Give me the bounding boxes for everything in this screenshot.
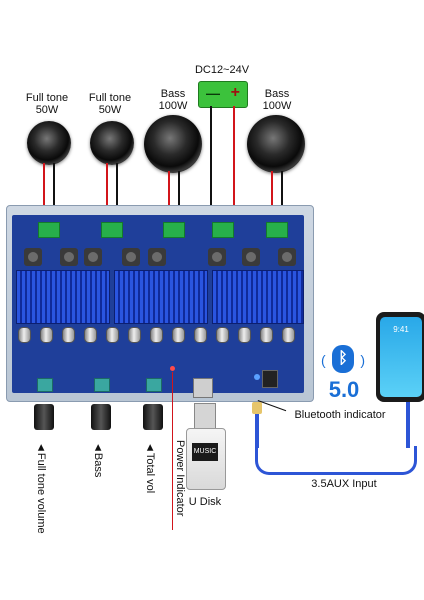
speaker-terminal bbox=[38, 222, 60, 238]
capacitor bbox=[260, 327, 273, 343]
capacitor bbox=[194, 327, 207, 343]
heatsink bbox=[114, 270, 208, 324]
full-tone-volume-label: ◄Full tone volume bbox=[35, 442, 47, 534]
minus-symbol: — bbox=[206, 85, 220, 101]
capacitor bbox=[84, 327, 97, 343]
wire-black bbox=[116, 163, 118, 223]
aux-cable-phone bbox=[406, 402, 410, 448]
wire-black bbox=[53, 163, 55, 223]
power-wire-red bbox=[233, 106, 235, 223]
aux-input-label: 3.5AUX Input bbox=[311, 478, 377, 490]
power-terminal bbox=[212, 222, 234, 238]
capacitor bbox=[62, 327, 75, 343]
usb-port[interactable] bbox=[193, 378, 213, 398]
udisk-music-badge: MUSIC bbox=[192, 443, 218, 461]
total-volume-knob[interactable] bbox=[143, 404, 163, 430]
aux-cable-loop bbox=[255, 446, 417, 475]
plus-symbol: + bbox=[230, 84, 240, 101]
wire-black bbox=[281, 171, 283, 223]
total-vol-label: ◄Total vol bbox=[144, 442, 156, 494]
inductor bbox=[148, 248, 166, 266]
bass-label: ◄Bass bbox=[92, 442, 104, 478]
heatsink bbox=[16, 270, 110, 324]
wire-red bbox=[43, 163, 45, 223]
wire-red bbox=[106, 163, 108, 223]
wire-red bbox=[168, 171, 170, 223]
udisk-label: U Disk bbox=[188, 496, 222, 508]
capacitor bbox=[282, 327, 295, 343]
phone-screen: 9:41 bbox=[380, 317, 422, 397]
speaker-terminal bbox=[163, 222, 185, 238]
udisk-body: MUSIC bbox=[186, 428, 226, 490]
inductor bbox=[24, 248, 42, 266]
aux-jack[interactable] bbox=[262, 370, 278, 388]
full-tone-volume-knob[interactable] bbox=[34, 404, 54, 430]
capacitor bbox=[18, 327, 31, 343]
power-indicator-pointer bbox=[172, 372, 173, 530]
wire-black bbox=[178, 171, 180, 223]
inductor bbox=[278, 248, 296, 266]
speaker-full-tone-right bbox=[90, 121, 134, 165]
potentiometer bbox=[37, 378, 53, 392]
capacitor bbox=[172, 327, 185, 343]
capacitor bbox=[216, 327, 229, 343]
inductor bbox=[208, 248, 226, 266]
heatsink bbox=[212, 270, 304, 324]
power-led bbox=[170, 366, 175, 371]
speaker-full-tone-left bbox=[27, 121, 71, 165]
dc-power-block: — + bbox=[198, 81, 248, 108]
speaker-bass-right bbox=[247, 115, 305, 173]
capacitor bbox=[40, 327, 53, 343]
bluetooth-version: 5.0 bbox=[328, 377, 360, 402]
udisk-connector bbox=[194, 403, 216, 431]
speaker-terminal bbox=[101, 222, 123, 238]
bluetooth-icon: ᛒ ( ) bbox=[321, 344, 365, 374]
capacitor bbox=[150, 327, 163, 343]
speaker-terminal bbox=[266, 222, 288, 238]
smartphone: 9:41 bbox=[376, 312, 424, 402]
capacitor bbox=[238, 327, 251, 343]
speaker-bass-left bbox=[144, 115, 202, 173]
phone-time: 9:41 bbox=[393, 325, 409, 334]
wire-red bbox=[271, 171, 273, 223]
potentiometer bbox=[146, 378, 162, 392]
inductor bbox=[60, 248, 78, 266]
power-wire-black bbox=[210, 106, 212, 223]
aux-cable bbox=[255, 408, 259, 448]
bluetooth-led bbox=[254, 374, 260, 380]
capacitor bbox=[128, 327, 141, 343]
aux-plug bbox=[252, 402, 262, 414]
bluetooth-indicator-label: Bluetooth indicator bbox=[294, 409, 386, 421]
power-indicator-label: Power Indicator bbox=[174, 440, 186, 517]
potentiometer bbox=[94, 378, 110, 392]
inductor bbox=[84, 248, 102, 266]
inductor bbox=[242, 248, 260, 266]
power-label: DC12~24V bbox=[194, 64, 250, 76]
inductor bbox=[122, 248, 140, 266]
bass-knob[interactable] bbox=[91, 404, 111, 430]
capacitor bbox=[106, 327, 119, 343]
